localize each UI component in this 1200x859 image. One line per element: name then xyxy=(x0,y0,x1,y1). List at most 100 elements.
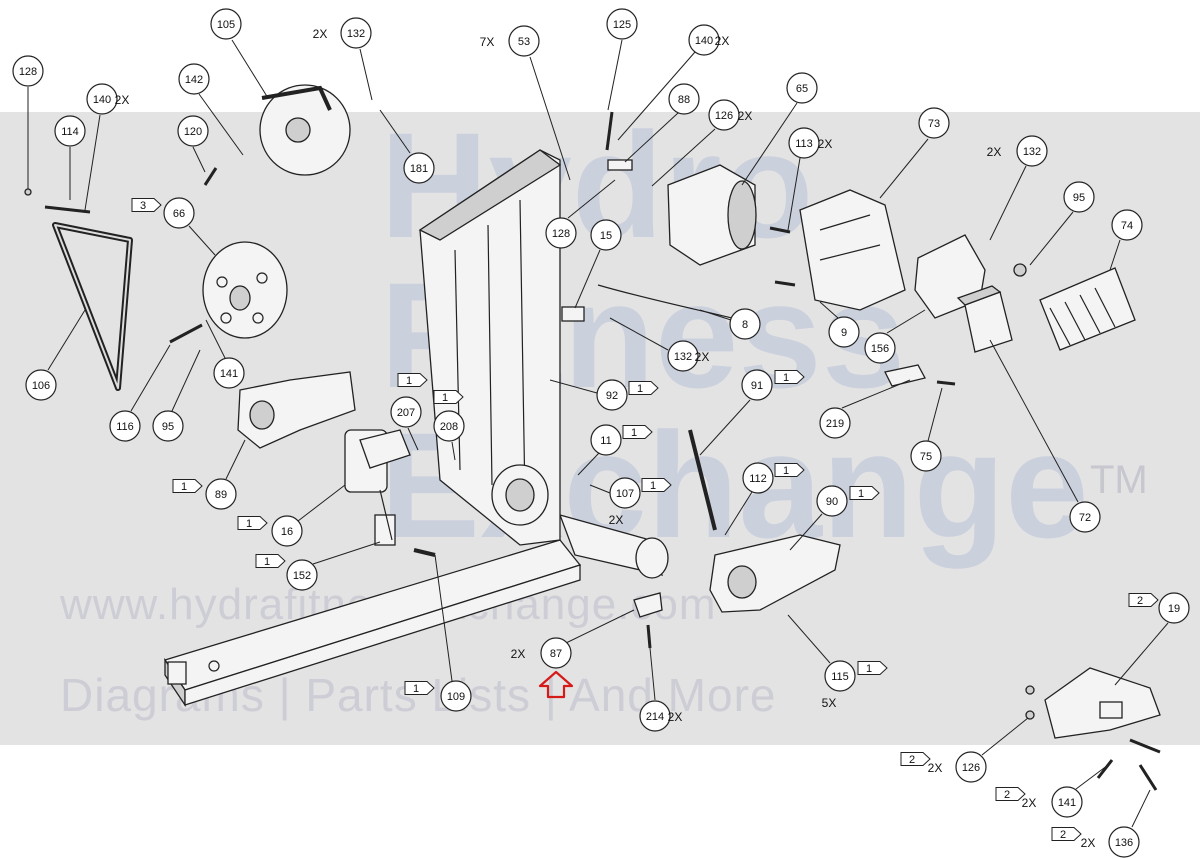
callout-circle xyxy=(596,379,628,411)
qty-tag-q107: 1 xyxy=(641,478,672,492)
qty-tag-q208: 1 xyxy=(433,390,464,404)
frame-base-rail xyxy=(163,539,582,708)
gas-spring xyxy=(688,429,717,531)
qty-tag-label: 1 xyxy=(631,427,637,439)
multiplier-m136: 2X xyxy=(1081,836,1096,850)
callout-circle xyxy=(639,700,671,732)
callout-c152: 152 xyxy=(286,559,318,591)
callout-circle xyxy=(508,25,540,57)
callout-circle xyxy=(910,440,942,472)
qty-tag-q207: 1 xyxy=(397,373,428,387)
frame-cross-tube xyxy=(558,514,669,579)
qty-tag-label: 1 xyxy=(783,372,789,384)
callout-c95b: 95 xyxy=(152,410,184,442)
qty-tag-q152: 1 xyxy=(255,554,286,568)
callout-label: 152 xyxy=(293,570,311,582)
callout-c115: 115 xyxy=(824,660,856,692)
multiplier-m140a: 2X xyxy=(715,34,730,48)
callout-c126b: 126 xyxy=(955,751,987,783)
callout-label: 106 xyxy=(32,380,50,392)
callout-circle xyxy=(955,751,987,783)
callout-label: 142 xyxy=(185,74,203,86)
qty-tag-label: 1 xyxy=(406,375,412,387)
qty-tag-label: 1 xyxy=(866,663,872,675)
callout-label: 89 xyxy=(215,489,227,501)
callout-circle xyxy=(667,340,699,372)
callout-circle xyxy=(210,8,242,40)
callout-label: 95 xyxy=(1073,192,1085,204)
callout-c140a: 140 xyxy=(688,24,720,56)
callout-c113: 113 xyxy=(788,127,820,159)
callout-c72: 72 xyxy=(1069,501,1101,533)
callout-c88: 88 xyxy=(668,83,700,115)
callout-label: 66 xyxy=(173,208,185,220)
qty-tag-shape xyxy=(1128,593,1159,607)
qty-tag-shape xyxy=(622,425,653,439)
console-bracket xyxy=(799,189,906,311)
callout-circle xyxy=(177,115,209,147)
callout-circle xyxy=(1051,786,1083,818)
multiplier-m140b: 2X xyxy=(115,93,130,107)
callout-label: 105 xyxy=(217,19,235,31)
callout-c19: 19 xyxy=(1158,592,1190,624)
multiplier-m132a: 2X xyxy=(313,27,328,41)
callout-c116: 116 xyxy=(109,410,141,442)
callout-circle xyxy=(816,485,848,517)
qty-tag-shape xyxy=(857,661,888,675)
callout-circle xyxy=(1069,501,1101,533)
callout-c114: 114 xyxy=(54,115,86,147)
callout-circle xyxy=(1063,181,1095,213)
callout-c132c: 132 xyxy=(667,340,699,372)
qty-tag-q141b: 2 xyxy=(995,787,1026,801)
sensor-cable xyxy=(597,284,741,321)
actuator-motor xyxy=(344,429,411,546)
multiplier-m107: 2X xyxy=(609,513,624,527)
resistance-housing xyxy=(667,164,757,266)
qty-tag-q66: 3 xyxy=(131,198,162,212)
callout-circle xyxy=(340,17,372,49)
callout-circle xyxy=(1108,826,1140,858)
callout-c140b: 140 xyxy=(86,83,118,115)
callout-label: 16 xyxy=(281,526,293,538)
callout-c65: 65 xyxy=(786,72,818,104)
callout-circle xyxy=(403,152,435,184)
qty-tag-label: 2 xyxy=(1004,789,1010,801)
callout-circle xyxy=(213,357,245,389)
callout-circle xyxy=(788,127,820,159)
callout-circle xyxy=(86,83,118,115)
drive-belt xyxy=(52,222,133,391)
callout-circle xyxy=(606,8,638,40)
callout-c73: 73 xyxy=(918,107,950,139)
multiplier-m132b: 2X xyxy=(987,145,1002,159)
callout-c8: 8 xyxy=(729,308,761,340)
callout-c91: 91 xyxy=(741,369,773,401)
callout-circle xyxy=(609,477,641,509)
callout-label: 9 xyxy=(841,327,847,339)
callout-c132b: 132 xyxy=(1016,135,1048,167)
callout-label: 126 xyxy=(962,762,980,774)
qty-tag-label: 1 xyxy=(246,518,252,530)
callout-label: 114 xyxy=(61,126,79,138)
callout-label: 219 xyxy=(826,418,844,430)
callout-c92: 92 xyxy=(596,379,628,411)
callout-label: 65 xyxy=(796,83,808,95)
callout-label: 125 xyxy=(613,19,631,31)
callout-label: 128 xyxy=(19,66,37,78)
qty-tag-label: 1 xyxy=(264,556,270,568)
callout-c90: 90 xyxy=(816,485,848,517)
callout-c9: 9 xyxy=(828,316,860,348)
callout-circle xyxy=(205,478,237,510)
callout-label: 132 xyxy=(674,351,692,363)
callout-circle xyxy=(864,332,896,364)
callout-circle xyxy=(152,410,184,442)
qty-tag-q89: 1 xyxy=(172,479,203,493)
callout-c219: 219 xyxy=(819,407,851,439)
callout-label: 208 xyxy=(440,421,458,433)
callout-circle xyxy=(1158,592,1190,624)
qty-tag-q92: 1 xyxy=(628,381,659,395)
callout-circle xyxy=(1111,209,1143,241)
highlight-arrow-icon xyxy=(538,670,574,699)
large-pulley xyxy=(202,241,288,339)
